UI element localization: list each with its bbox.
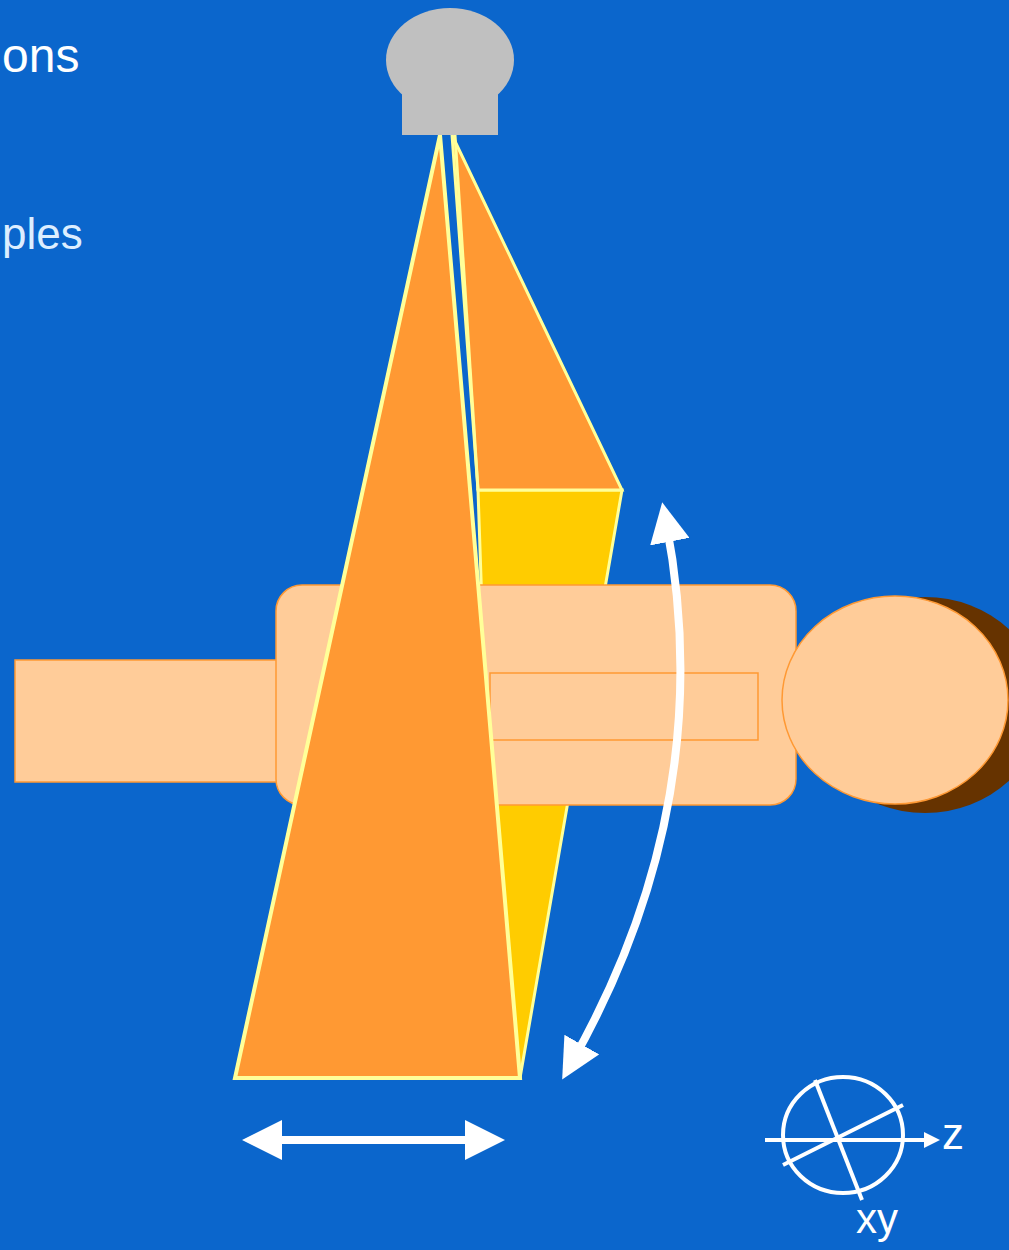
beam-edge bbox=[455, 135, 478, 490]
rotation-arrow bbox=[572, 522, 680, 1062]
translation-arrow bbox=[262, 1136, 485, 1144]
axis-label: z bbox=[942, 1112, 964, 1156]
axis-label: xy bbox=[856, 1198, 898, 1240]
patient-legs bbox=[15, 660, 297, 782]
axis-symbol bbox=[765, 1077, 932, 1200]
patient-arm bbox=[490, 673, 758, 740]
fan-beam bbox=[452, 135, 622, 490]
heading-fragment: ons bbox=[2, 32, 79, 80]
patient-head bbox=[782, 596, 1008, 804]
text-fragment: ples bbox=[2, 212, 83, 256]
fan-beam bbox=[235, 135, 520, 1078]
xray-tube bbox=[402, 88, 498, 135]
